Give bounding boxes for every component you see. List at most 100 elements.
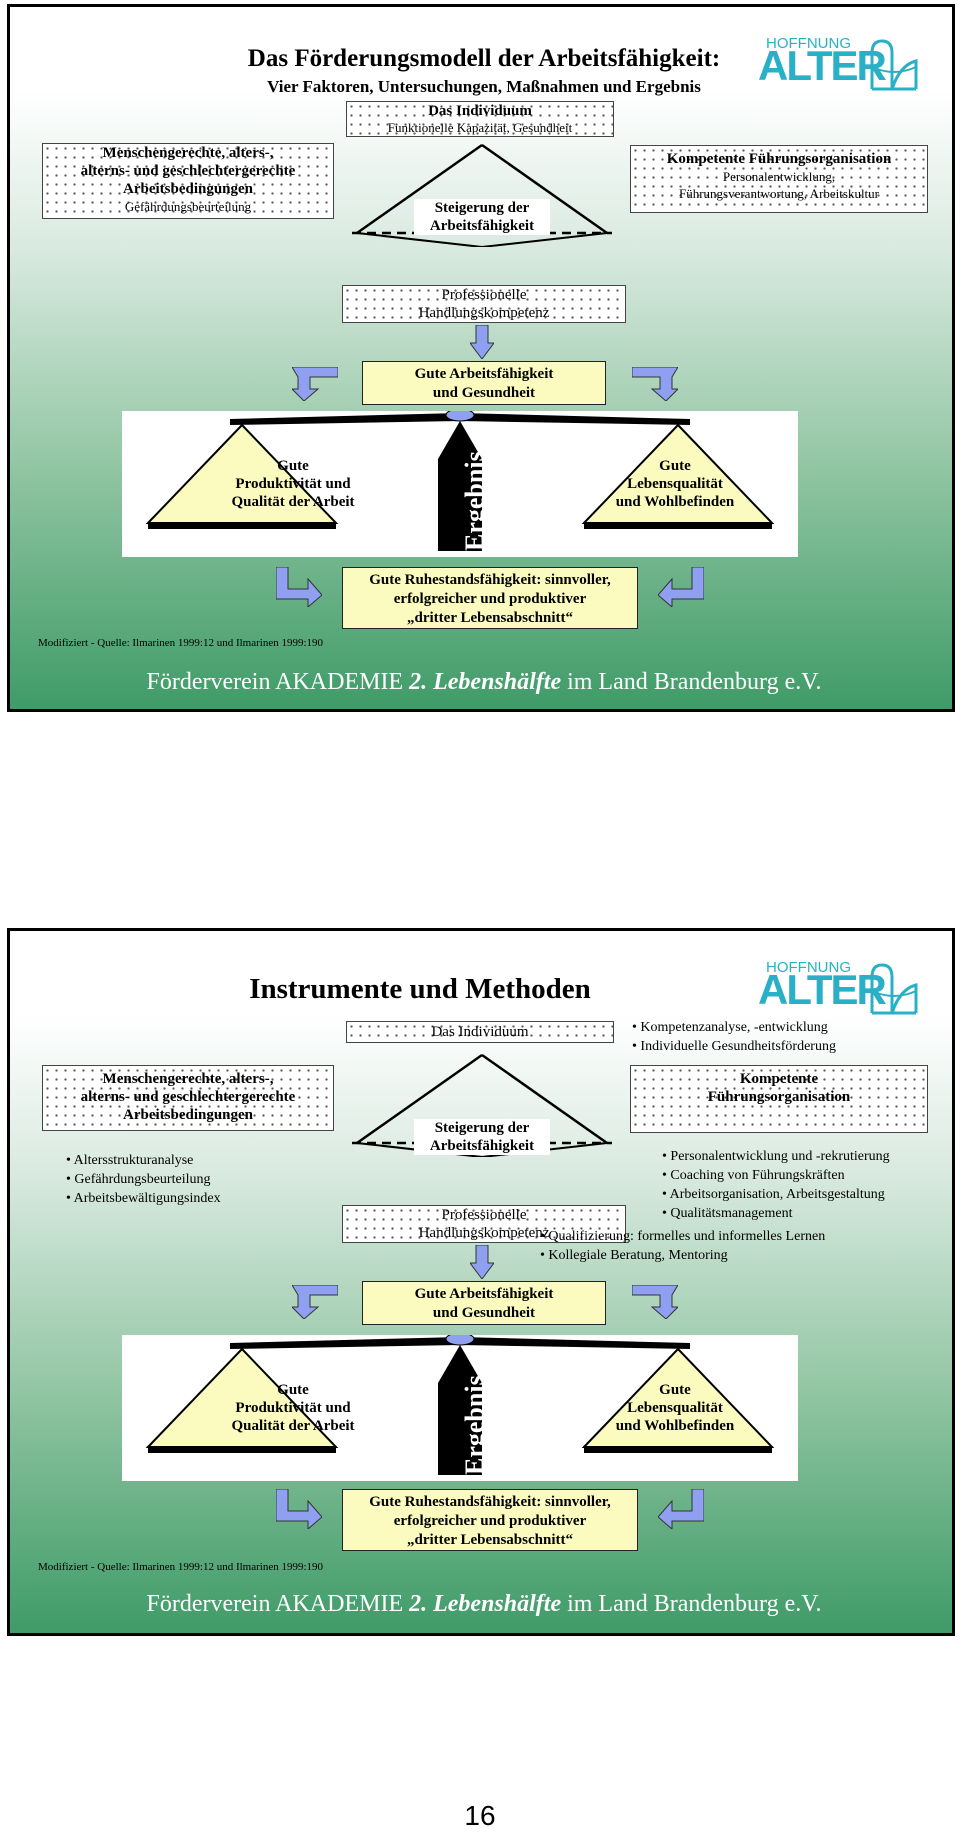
quality-of-life-triangle-text: Gute Lebensqualität und Wohlbefinden — [590, 1381, 760, 1435]
bullet-item: Qualifizierung: formelles und informelle… — [540, 1227, 825, 1246]
bullet-item: Kompetenzanalyse, -entwicklung — [632, 1018, 836, 1037]
slide-foerderungsmodell: Das Förderungsmodell der Arbeitsfähigkei… — [7, 4, 955, 712]
work-conditions-line: Arbeitsbedingungen — [122, 1107, 254, 1123]
rhombus-diagram — [352, 143, 612, 247]
bullet-item: Coaching von Führungskräften — [662, 1166, 890, 1185]
down-arrow-icon — [470, 1245, 494, 1279]
increase-workability-label: Steigerung der Arbeitsfähigkeit — [414, 1119, 550, 1155]
rhombus-diagram — [352, 1053, 612, 1157]
hoffnung-alter-logo: HOFFNUNG ALTER — [758, 959, 920, 1021]
footer-pre: Förderverein AKADEMIE — [146, 1591, 410, 1617]
slide-title: Das Förderungsmodell der Arbeitsfähigkei… — [247, 45, 721, 72]
productivity-triangle-text: Gute Produktivität und Qualität der Arbe… — [208, 457, 378, 511]
retire-line: „dritter Lebensabschnitt“ — [407, 1532, 573, 1548]
leadership-sub: Personalentwicklung, — [722, 169, 836, 184]
tri-line: und Wohlbefinden — [615, 494, 735, 510]
work-conditions-line: alterns- und geschlechtergerechte — [80, 1089, 296, 1105]
leadership-bullets: Personalentwicklung und -rekrutierung Co… — [662, 1147, 890, 1223]
ergebnis-label: Ergebnis — [460, 1375, 489, 1475]
increase-workability-label: Steigerung der Arbeitsfähigkeit — [414, 199, 550, 235]
bullet-item: Kollegiale Beratung, Mentoring — [540, 1246, 825, 1265]
source-note: Modifiziert - Quelle: Ilmarinen 1999:12 … — [38, 1561, 324, 1573]
bullet-item: Gefährdungsbeurteilung — [66, 1170, 221, 1189]
corner-arrow-icon — [276, 1489, 322, 1529]
work-conditions-line: Menschengerechte, alters-, — [102, 145, 274, 161]
footer-pre: Förderverein AKADEMIE — [146, 669, 410, 695]
good-workability-box: Gute Arbeitsfähigkeit und Gesundheit — [362, 1281, 606, 1325]
prof-line: Handlungskompetenz — [418, 305, 550, 321]
footer-post: im Land Brandenburg e.V. — [561, 1591, 822, 1617]
individual-box: Das Individuum — [346, 1021, 614, 1043]
work-conditions-box: Menschengerechte, alters-, alterns- und … — [42, 1065, 334, 1131]
retirement-box: Gute Ruhestandsfähigkeit: sinnvoller, er… — [342, 1489, 638, 1551]
bullet-item: Qualitätsmanagement — [662, 1204, 890, 1223]
tri-line: Gute — [659, 1382, 691, 1398]
page-number: 16 — [464, 1800, 496, 1831]
logo-top-text: HOFFNUNG — [766, 35, 851, 52]
corner-arrow-icon — [658, 1489, 704, 1529]
retire-line: erfolgreicher und produktiver — [393, 591, 587, 607]
slide-instrumente-methoden: Instrumente und Methoden HOFFNUNG ALTER … — [7, 928, 955, 1636]
tri-line: Lebensqualität — [627, 476, 723, 492]
tri-line: Gute — [659, 458, 691, 474]
balance-scale-icon — [145, 411, 775, 551]
label-line: Steigerung der — [434, 200, 530, 216]
leadership-title: Kompetente Führungsorganisation — [666, 151, 892, 167]
prof-line: Professionelle — [441, 1207, 527, 1223]
work-conditions-line: Menschengerechte, alters-, — [102, 1071, 274, 1087]
footer-association: Förderverein AKADEMIE 2. Lebenshälfte im… — [10, 1591, 952, 1618]
individual-box: Das Individuum Funktionelle Kapazität, G… — [346, 101, 614, 137]
corner-arrow-icon — [292, 1285, 338, 1319]
retire-line: „dritter Lebensabschnitt“ — [407, 610, 573, 626]
tri-line: Produktivität und — [235, 476, 351, 492]
tri-line: Gute — [277, 1382, 309, 1398]
prof-line: Professionelle — [441, 287, 527, 303]
logo-top-text: HOFFNUNG — [766, 959, 851, 976]
footer-post: im Land Brandenburg e.V. — [561, 669, 822, 695]
tri-line: Qualität der Arbeit — [231, 494, 355, 510]
bullet-item: Arbeitsbewältigungsindex — [66, 1189, 221, 1208]
source-note: Modifiziert - Quelle: Ilmarinen 1999:12 … — [38, 637, 324, 649]
tri-line: Qualität der Arbeit — [231, 1418, 355, 1434]
bullet-item: Personalentwicklung und -rekrutierung — [662, 1147, 889, 1166]
corner-arrow-icon — [658, 567, 704, 607]
work-conditions-line: Arbeitsbedingungen — [122, 181, 254, 197]
hoffnung-alter-logo: HOFFNUNG ALTER — [758, 35, 920, 97]
footer-emphasis: 2. Lebenshälfte — [409, 1591, 562, 1617]
tri-line: Lebensqualität — [627, 1400, 723, 1416]
corner-arrow-icon — [632, 367, 678, 401]
footer-association: Förderverein AKADEMIE 2. Lebenshälfte im… — [10, 669, 952, 696]
leadership-box: Kompetente Führungsorganisation — [630, 1065, 928, 1133]
good-work-line: Gute Arbeitsfähigkeit — [414, 366, 554, 382]
bullet-item: Arbeitsorganisation, Arbeitsgestaltung — [662, 1185, 890, 1204]
work-conditions-sub: Gefährdungsbeurteilung — [124, 199, 252, 214]
leadership-title: Kompetente — [739, 1071, 819, 1087]
quality-of-life-triangle-text: Gute Lebensqualität und Wohlbefinden — [590, 457, 760, 511]
slide-subtitle: Vier Faktoren, Untersuchungen, Maßnahmen… — [267, 77, 701, 96]
label-line: Arbeitsfähigkeit — [429, 218, 535, 234]
footer-emphasis: 2. Lebenshälfte — [409, 669, 562, 695]
retire-line: Gute Ruhestandsfähigkeit: sinnvoller, — [369, 572, 611, 588]
work-conditions-line: alterns- und geschlechtergerechte — [80, 163, 296, 179]
label-line: Steigerung der — [434, 1120, 530, 1136]
good-work-line: Gute Arbeitsfähigkeit — [414, 1286, 554, 1302]
retirement-box: Gute Ruhestandsfähigkeit: sinnvoller, er… — [342, 567, 638, 629]
bullet-item: Individuelle Gesundheitsförderung — [632, 1037, 836, 1056]
ergebnis-label: Ergebnis — [460, 451, 489, 551]
professional-bullets: Qualifizierung: formelles und informelle… — [540, 1227, 825, 1265]
retire-line: Gute Ruhestandsfähigkeit: sinnvoller, — [369, 1494, 611, 1510]
logo-main-text: ALTER — [758, 42, 887, 89]
slide-title: Instrumente und Methoden — [249, 973, 591, 1005]
logo-main-text: ALTER — [758, 966, 887, 1013]
productivity-triangle-text: Gute Produktivität und Qualität der Arbe… — [208, 1381, 378, 1435]
logo-umbrella-icon — [870, 39, 918, 91]
work-conditions-box: Menschengerechte, alters-, alterns- und … — [42, 143, 334, 219]
individual-subtitle: Funktionelle Kapazität, Gesundheit — [387, 120, 573, 135]
corner-arrow-icon — [632, 1285, 678, 1319]
bullet-item: Altersstrukturanalyse — [66, 1151, 221, 1170]
corner-arrow-icon — [276, 567, 322, 607]
corner-arrow-icon — [292, 367, 338, 401]
leadership-box: Kompetente Führungsorganisation Personal… — [630, 145, 928, 213]
balance-scale-icon — [145, 1335, 775, 1475]
tri-line: Produktivität und — [235, 1400, 351, 1416]
